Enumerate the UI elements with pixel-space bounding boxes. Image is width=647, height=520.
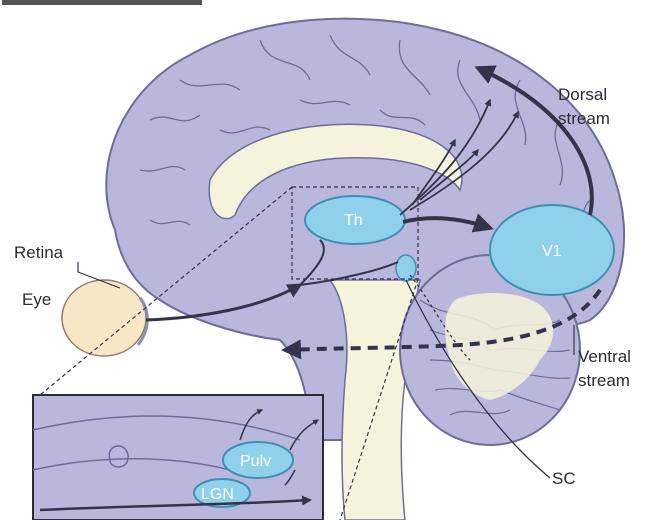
label-v1: V1 [542,243,562,260]
label-dorsal-2: stream [558,109,610,128]
label-ventral-1: Ventral [578,347,631,366]
label-th: Th [344,212,363,229]
label-dorsal-1: Dorsal [558,85,607,104]
label-eye: Eye [22,290,51,309]
inset-panel [33,395,323,520]
label-lgn: LGN [201,486,234,503]
label-sc: SC [552,469,576,488]
clipped-heading-fragment [2,0,202,5]
superior-colliculus-sc [396,255,416,281]
label-pulv: Pulv [240,453,271,470]
label-retina: Retina [14,243,64,262]
eye [62,280,147,356]
label-ventral-2: stream [578,371,630,390]
